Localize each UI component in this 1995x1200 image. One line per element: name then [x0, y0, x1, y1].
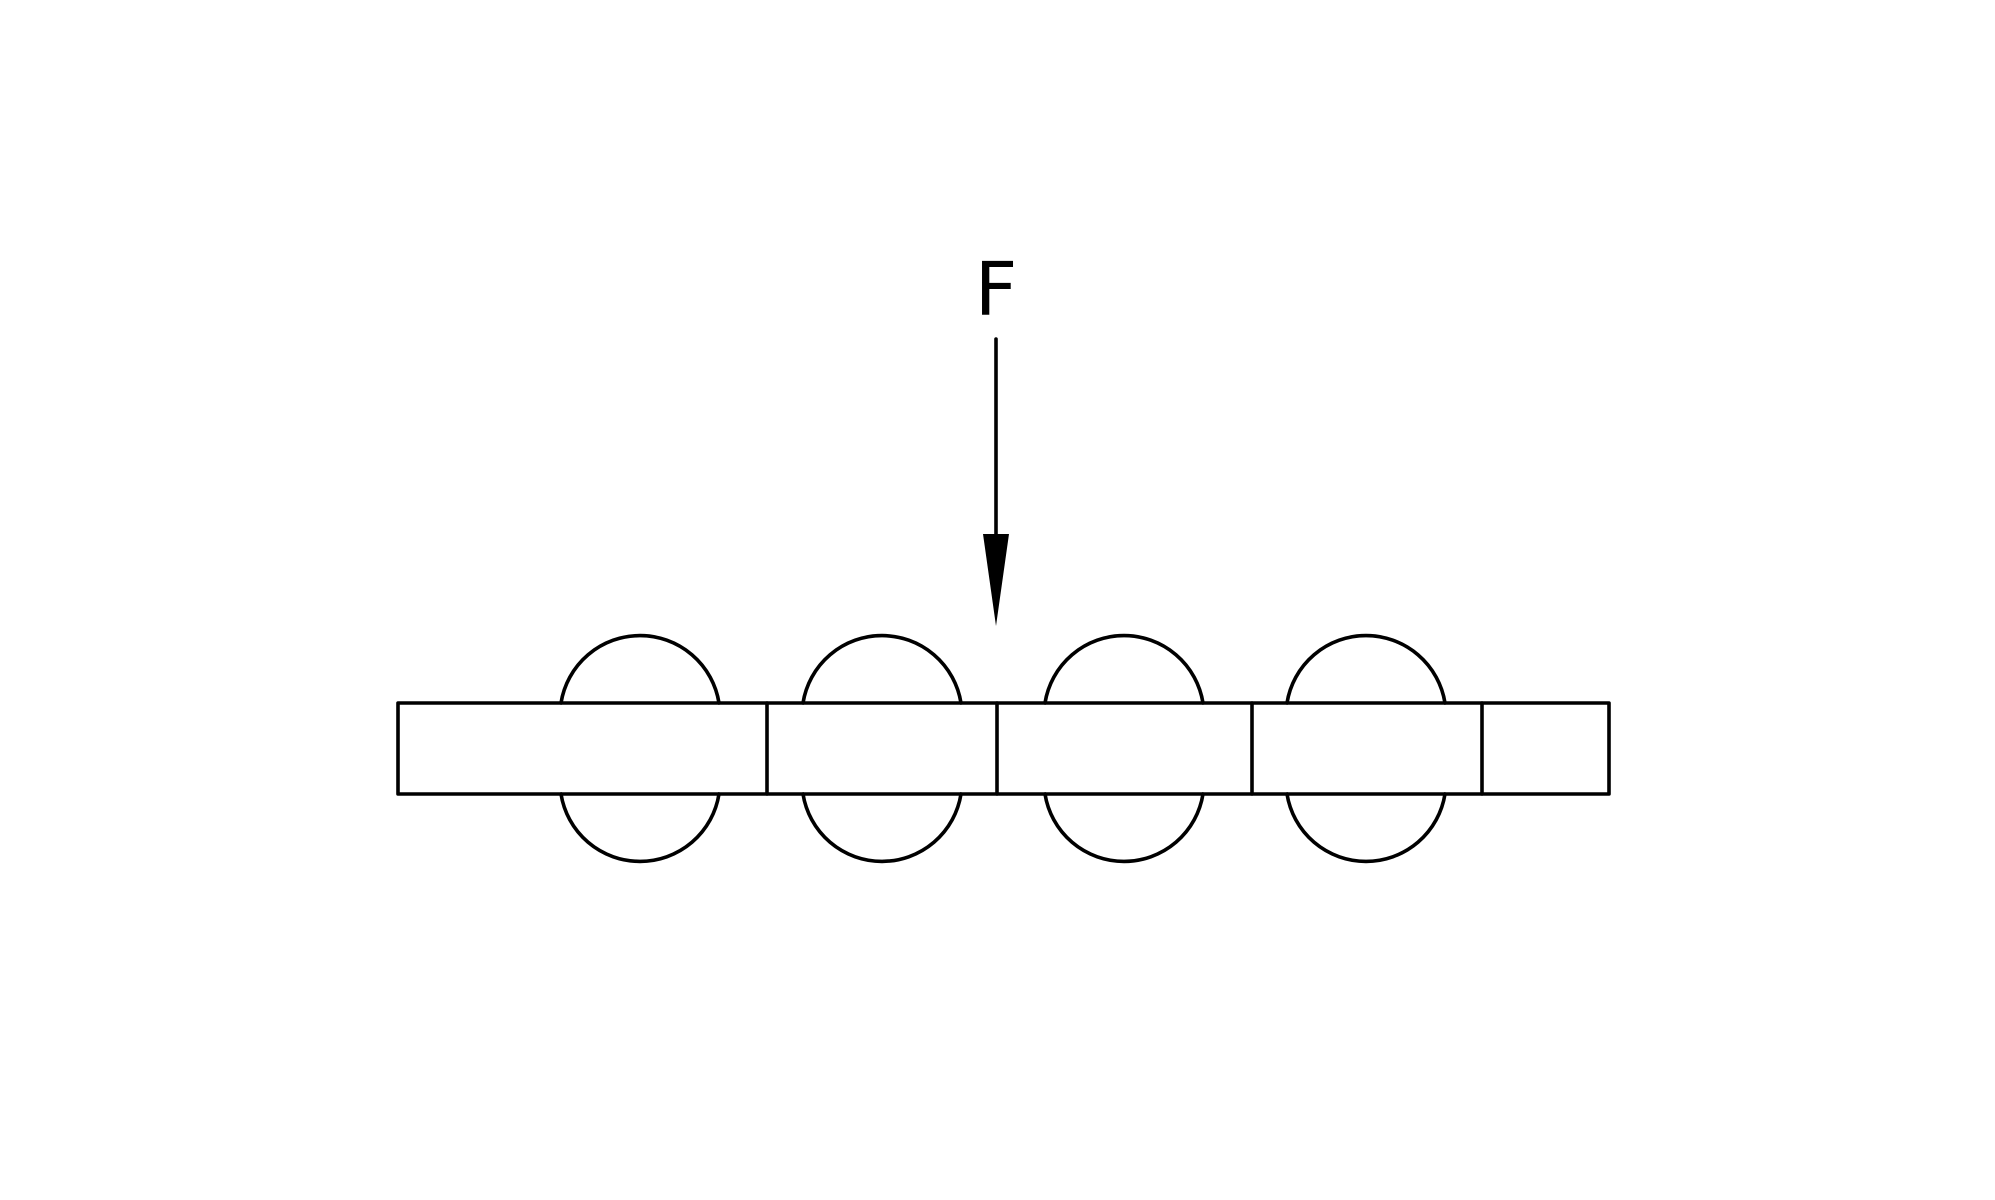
top-support-1: [559, 633, 721, 705]
force-arrow-head: [983, 534, 1009, 626]
bottom-support-2: [801, 792, 963, 864]
beam: [396, 701, 1611, 796]
bottom-support-3: [1043, 792, 1205, 864]
top-support-2: [801, 633, 963, 705]
bottom-support-4: [1285, 792, 1447, 864]
bottom-supports: [559, 792, 1447, 864]
bottom-support-1: [559, 792, 721, 864]
top-supports: [559, 633, 1447, 705]
force-arrow: [983, 337, 1009, 626]
force-label: F: [975, 247, 1018, 333]
top-support-4: [1285, 633, 1447, 705]
beam-outline: [396, 701, 1611, 796]
top-support-3: [1043, 633, 1205, 705]
